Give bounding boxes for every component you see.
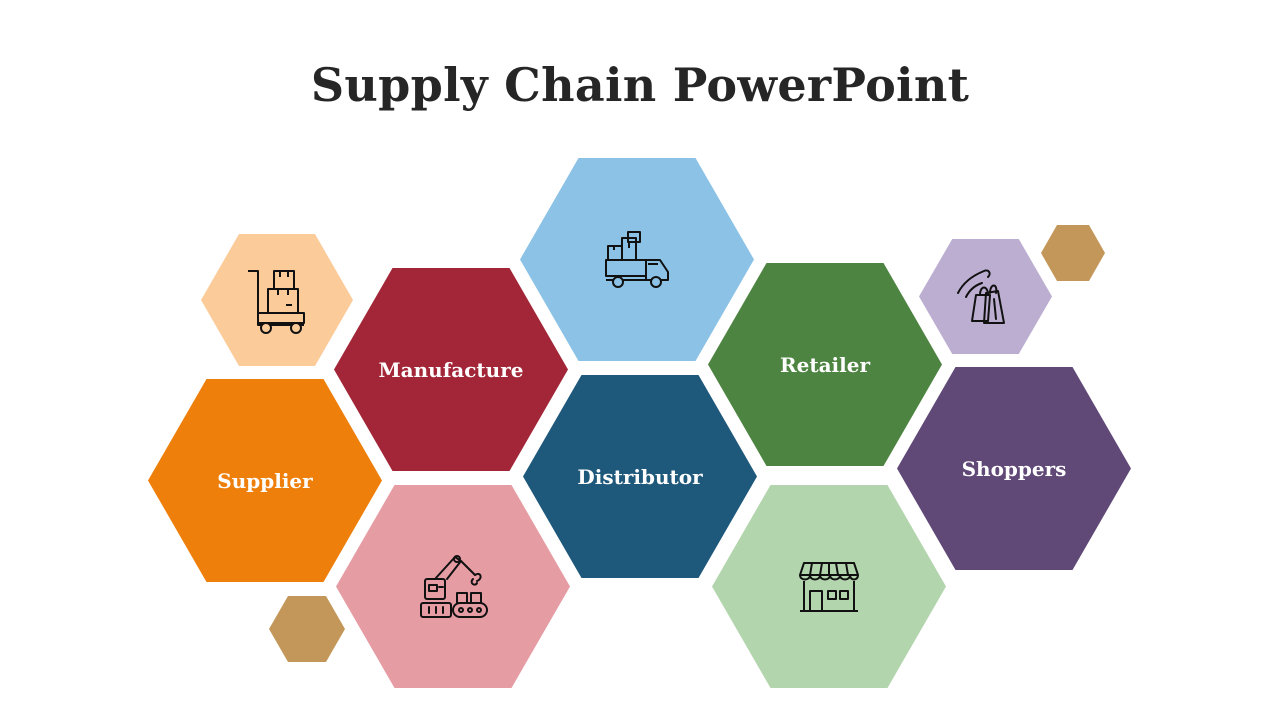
page-title: Supply Chain PowerPoint [310,58,970,112]
robotic-arm-factory-icon [417,551,489,623]
hand-truck-boxes-icon [242,265,312,335]
retailer-hexagon: Retailer [708,263,942,466]
distributor-hexagon: Distributor [523,375,757,578]
distributor-label: Distributor [577,464,703,489]
delivery-truck-icon [602,230,672,290]
manufacture-hexagon: Manufacture [334,268,568,471]
shoppers-label: Shoppers [961,456,1067,481]
store-hexagon [712,485,946,688]
retailer-label: Retailer [780,352,870,377]
robot-arm-hexagon [336,485,570,688]
manufacture-label: Manufacture [378,357,524,382]
storefront-icon [798,559,860,615]
decorative-hexagon [1041,225,1105,281]
supplier-hexagon: Supplier [148,379,382,582]
supplier-label: Supplier [217,468,313,493]
decorative-hexagon [269,596,345,662]
shoppers-hexagon: Shoppers [897,367,1131,570]
truck-hexagon [520,158,754,361]
shopping-bags-icon [954,265,1018,329]
hand-truck-hexagon [201,234,353,366]
shopping-bags-hexagon [919,239,1052,354]
